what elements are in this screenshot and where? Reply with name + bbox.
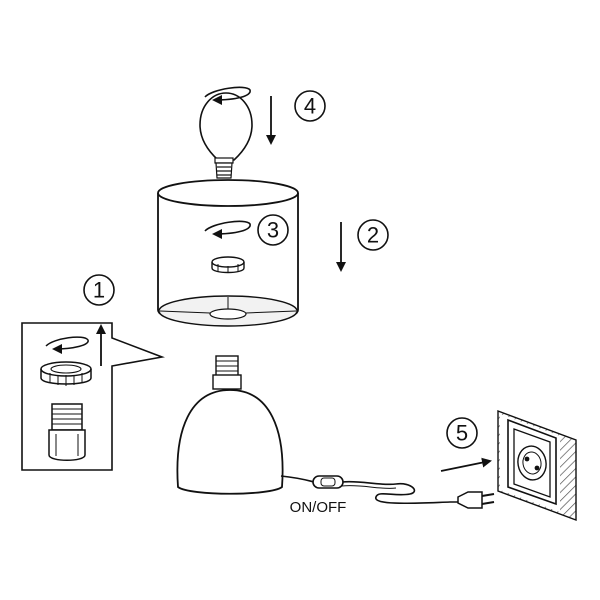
step-4-badge: 4 <box>294 90 326 122</box>
power-cord <box>280 475 458 505</box>
step-1-badge: 1 <box>83 274 115 306</box>
step-3-number: 3 <box>267 218 279 243</box>
wall-socket-icon <box>497 409 577 522</box>
lamp-base-icon <box>176 389 284 495</box>
detail-callout <box>21 322 165 471</box>
step-2-badge: 2 <box>357 219 389 251</box>
shade-ring-icon <box>211 256 245 274</box>
step-1-number: 1 <box>93 278 105 303</box>
shade-ring-icon <box>40 361 92 386</box>
right-arrow-icon <box>440 457 492 472</box>
rotate-arrow-icon <box>204 86 251 105</box>
bulb-holder-icon <box>212 355 242 390</box>
plug-icon <box>457 491 495 509</box>
step-5-badge: 5 <box>446 417 478 449</box>
step-5-number: 5 <box>456 421 468 446</box>
switch-label: ON/OFF <box>290 499 347 516</box>
rotate-arrow-icon <box>45 336 89 354</box>
step-3-badge: 3 <box>257 214 289 246</box>
step-4-number: 4 <box>304 94 316 119</box>
rotate-arrow-icon <box>204 220 251 239</box>
on-off-switch <box>312 475 344 489</box>
lightbulb-icon <box>199 92 253 179</box>
lamp-shade-icon <box>157 179 299 327</box>
step-2-number: 2 <box>367 223 379 248</box>
bulb-holder-icon <box>48 403 86 461</box>
